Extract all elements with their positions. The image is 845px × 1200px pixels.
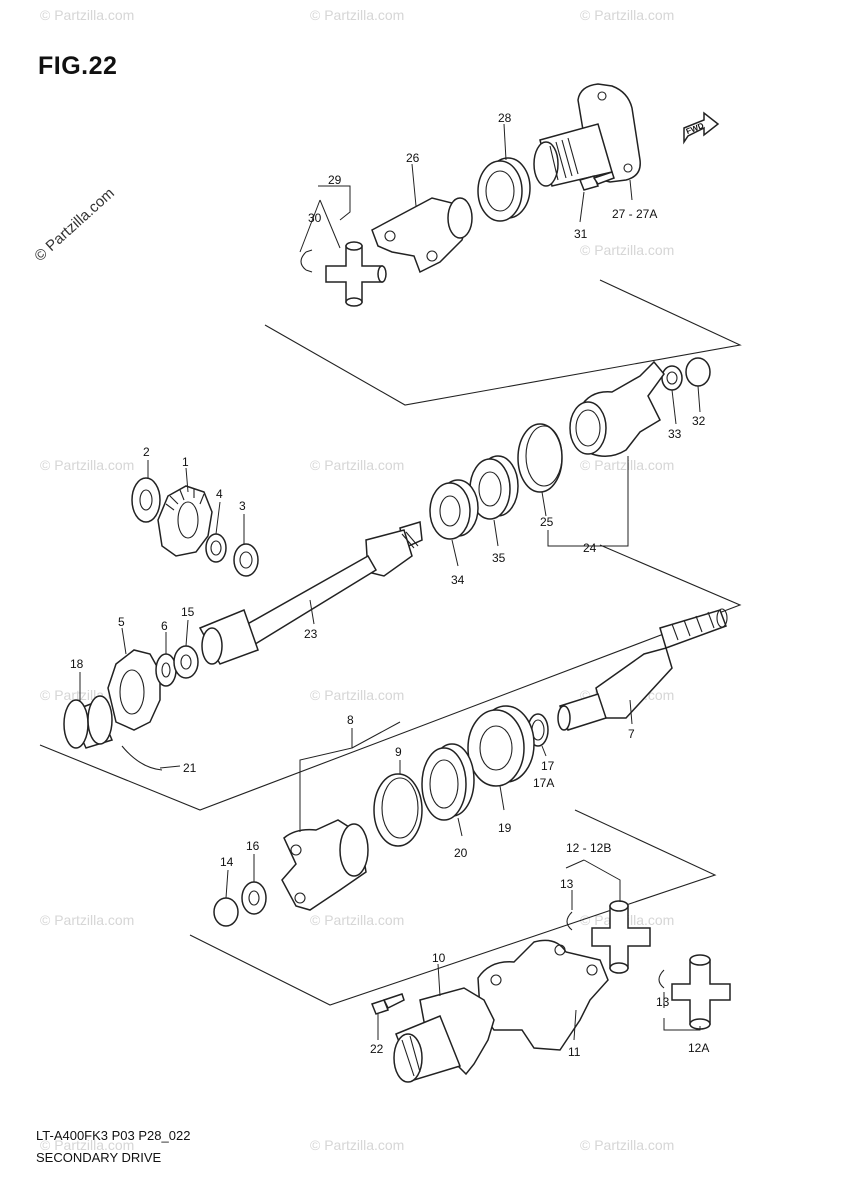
watermark-text: © Partzilla.com (40, 457, 134, 473)
part-label: 6 (161, 619, 168, 633)
part-label: 17 (541, 759, 555, 773)
section-name: SECONDARY DRIVE (36, 1150, 162, 1165)
part-label: 4 (216, 487, 223, 501)
bolt-31 (578, 171, 615, 191)
part-label: 2 (143, 445, 150, 459)
yoke-8 (281, 819, 369, 911)
gear-5 (107, 649, 161, 731)
part-label: 18 (70, 657, 84, 671)
part-label: 13 (560, 877, 574, 891)
yoke-11 (477, 939, 609, 1051)
bearing-35 (469, 455, 519, 520)
part-label: 22 (370, 1042, 384, 1056)
part-label: 28 (498, 111, 512, 125)
leader-lines (79, 123, 701, 1041)
watermark-text: © Partzilla.com (40, 1137, 134, 1153)
part-label: 15 (181, 605, 195, 619)
bolt-22 (371, 993, 405, 1015)
part-label: 33 (668, 427, 682, 441)
part-label: 17A (533, 776, 554, 790)
part-label: 5 (118, 615, 125, 629)
bearing-18 (63, 695, 114, 749)
part-label: 32 (692, 414, 706, 428)
part-label: 8 (347, 713, 354, 727)
watermark-text: © Partzilla.com (40, 912, 134, 928)
figure-title: FIG.22 (38, 52, 118, 80)
part-label: 12 - 12B (566, 841, 611, 855)
watermark-text: © Partzilla.com (310, 1137, 404, 1153)
watermark-text: © Partzilla.com (580, 1137, 674, 1153)
circlip-30 (300, 249, 313, 273)
yoke-24 (569, 360, 665, 457)
part-label: 31 (574, 227, 588, 241)
seal-28 (477, 157, 531, 222)
part-label: 10 (432, 951, 446, 965)
watermark-text: © Partzilla.com (40, 7, 134, 23)
fwd-arrow-icon: FWD (683, 111, 720, 145)
circlip-21 (121, 745, 163, 771)
part-label: 1 (182, 455, 189, 469)
assembly-frames (39, 279, 742, 1006)
part-label: 35 (492, 551, 506, 565)
watermark-text: © Partzilla.com (310, 457, 404, 473)
part-label: 11 (568, 1045, 581, 1059)
seal-9 (373, 773, 423, 847)
part-label: 25 (540, 515, 554, 529)
part-labels: 1 2 3 4 5 6 7 8 9 10 11 12 - 12B 12A 13 … (70, 111, 709, 1059)
model-code: LT-A400FK3 P03 P28_022 (36, 1128, 191, 1143)
spider-joint-29 (325, 241, 387, 307)
part-label: 26 (406, 151, 420, 165)
part-label: 24 (583, 541, 597, 555)
part-label: 30 (308, 211, 322, 225)
watermark-text: © Partzilla.com (310, 912, 404, 928)
flange-10 (393, 987, 495, 1083)
part-label: 3 (239, 499, 246, 513)
washer-2 (131, 477, 161, 523)
watermark-text: © Partzilla.com (580, 242, 674, 258)
circlips-13 (566, 911, 665, 989)
nut-14-washer-16 (213, 881, 267, 927)
shaft-7 (557, 608, 728, 731)
part-label: 29 (328, 173, 342, 187)
part-label: 20 (454, 846, 468, 860)
bearing-34 (429, 479, 479, 540)
spider-joint-12 (591, 900, 651, 974)
part-label: 13 (656, 995, 670, 1009)
watermark-text: © Partzilla.com (310, 687, 404, 703)
washers-6-15 (155, 645, 199, 687)
part-label: 14 (220, 855, 234, 869)
bevel-gear-1 (157, 485, 213, 557)
part-label: 9 (395, 745, 402, 759)
watermark-text: © Partzilla.com (580, 457, 674, 473)
part-label: 19 (498, 821, 512, 835)
part-label: 27 - 27A (612, 207, 657, 221)
part-label: 21 (183, 761, 197, 775)
part-label: 12A (688, 1041, 709, 1055)
spider-joint-12a (671, 954, 731, 1030)
watermark-text: © Partzilla.com (580, 7, 674, 23)
bearing-19 (467, 705, 535, 787)
yoke-26 (371, 197, 473, 274)
washer-4-nut-3 (205, 533, 259, 577)
part-label: 23 (304, 627, 318, 641)
part-label: 7 (628, 727, 635, 741)
shaft-23 (198, 521, 423, 665)
seal-25 (517, 423, 563, 493)
watermark-text: © Partzilla.com (310, 7, 404, 23)
output-housing-27 (533, 83, 641, 187)
seal-20 (421, 743, 475, 821)
nut-32-washer-33 (661, 357, 711, 391)
part-label: 16 (246, 839, 260, 853)
fwd-label: FWD (685, 121, 705, 136)
watermark-text: © Partzilla.com (31, 185, 117, 265)
part-label: 34 (451, 573, 465, 587)
